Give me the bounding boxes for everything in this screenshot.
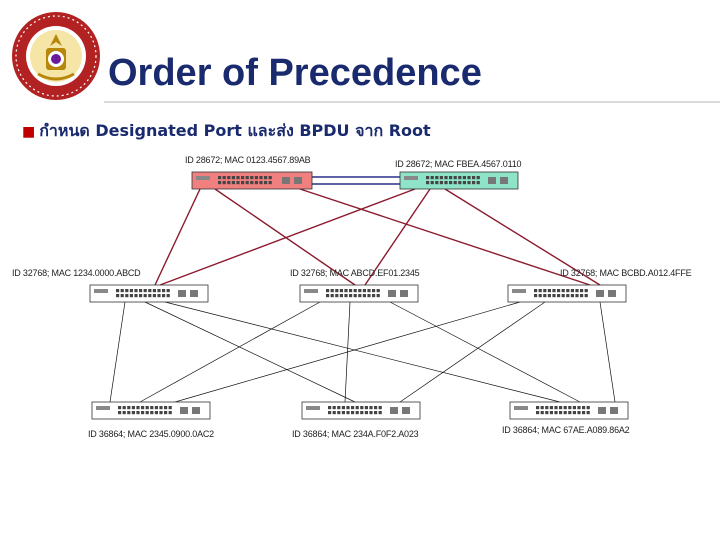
link-dist2-acc3 <box>389 301 581 403</box>
switch-dist-2 <box>299 284 419 303</box>
subtitle: ■กำหนด Designated Port และส่ง BPDU จาก R… <box>22 119 431 144</box>
switch-label-dist-1: ID 32768; MAC 1234.0000.ABCD <box>12 268 141 278</box>
page-title: Order of Precedence <box>108 52 482 94</box>
switch-ports-icon <box>534 289 588 298</box>
switch-ports-icon <box>218 176 272 185</box>
access-links <box>109 301 616 403</box>
uplink-links <box>154 188 601 286</box>
switch-acc-1 <box>91 401 211 420</box>
switch-label-acc-1: ID 36864; MAC 2345.0900.0AC2 <box>88 429 214 439</box>
uplink-core2-dist2 <box>364 188 431 286</box>
link-dist3-acc2 <box>399 301 546 403</box>
switch-ports-icon <box>118 406 172 415</box>
title-divider <box>104 101 720 103</box>
switch-label-acc-2: ID 36864; MAC 234A.F0F2.A023 <box>292 429 419 439</box>
switch-acc-3 <box>509 401 629 420</box>
uplink-core2-dist3 <box>444 188 601 286</box>
switch-ports-icon <box>426 176 480 185</box>
switch-label-acc-3: ID 36864; MAC 67AE.A089.86A2 <box>502 425 630 435</box>
switch-layer <box>89 171 629 420</box>
switch-dist-3 <box>507 284 627 303</box>
uplink-core1-dist2 <box>214 188 356 286</box>
switch-core-1 <box>191 171 313 190</box>
switch-label-dist-2: ID 32768; MAC ABCD.EF01.2345 <box>290 268 420 278</box>
link-dist2-acc1 <box>139 301 321 403</box>
uplink-core1-dist3 <box>299 188 591 286</box>
switch-acc-2 <box>301 401 421 420</box>
link-dist1-acc1 <box>109 301 126 403</box>
switch-ports-icon <box>326 289 380 298</box>
switch-ports-icon <box>536 406 590 415</box>
link-dist3-acc1 <box>174 301 521 403</box>
link-dist3-acc3 <box>599 301 616 403</box>
switch-dist-1 <box>89 284 209 303</box>
subtitle-text: กำหนด Designated Port และส่ง BPDU จาก Ro… <box>39 121 431 140</box>
link-dist1-acc2 <box>144 301 356 403</box>
uplink-core1-dist1 <box>154 188 201 286</box>
switch-ports-icon <box>116 289 170 298</box>
university-seal-logo <box>12 12 100 100</box>
switch-core-2 <box>399 171 519 190</box>
uplink-core2-dist1 <box>159 188 416 286</box>
switch-label-dist-3: ID 32768; MAC BCBD.A012.4FFE <box>560 268 692 278</box>
root-bridge-links <box>312 176 400 185</box>
switch-label-core-1: ID 28672; MAC 0123.4567.89AB <box>185 155 311 165</box>
switch-label-core-2: ID 28672; MAC FBEA.4567.0110 <box>395 159 522 169</box>
switch-ports-icon <box>328 406 382 415</box>
bullet-n-icon: ■ <box>22 124 36 140</box>
link-dist1-acc3 <box>164 301 561 403</box>
